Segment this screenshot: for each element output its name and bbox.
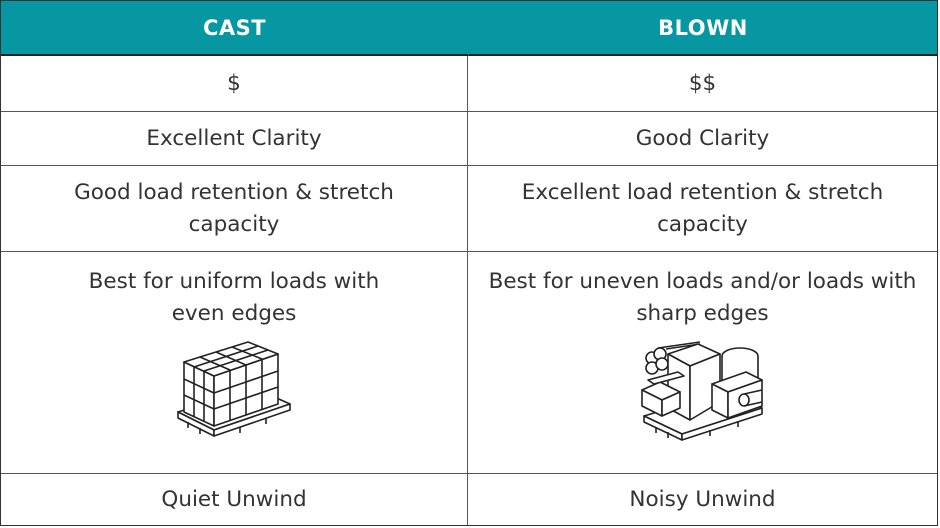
blown-unwind: Noisy Unwind [629,486,776,512]
header-blown: BLOWN [468,1,937,56]
blown-load-type: Best for uneven loads and/or loads with … [468,252,937,474]
blown-price: $$ [468,56,937,112]
blown-clarity: Good Clarity [468,112,937,166]
cast-price: $ [1,56,468,112]
cast-load-retention-text: Good load retention & stretch capacity [74,179,394,237]
blown-load-retention: Excellent load retention & stretch capac… [468,166,937,252]
cast-unwind: Quiet Unwind [1,474,468,525]
cast-load-retention: Good load retention & stretch capacity [1,166,468,252]
blown-load-type-text: Best for uneven loads and/or loads with … [488,269,917,326]
cast-clarity: Excellent Clarity [1,112,468,166]
uniform-box-pallet-icon [177,341,291,437]
blown-load-retention-text: Excellent load retention & stretch capac… [521,179,884,237]
cast-load-type-text: Best for uniform loads with even edges [88,269,380,326]
header-cast: CAST [1,1,468,56]
cast-load-type: Best for uniform loads with even edges [1,252,468,474]
uneven-load-pallet-icon [640,341,763,441]
